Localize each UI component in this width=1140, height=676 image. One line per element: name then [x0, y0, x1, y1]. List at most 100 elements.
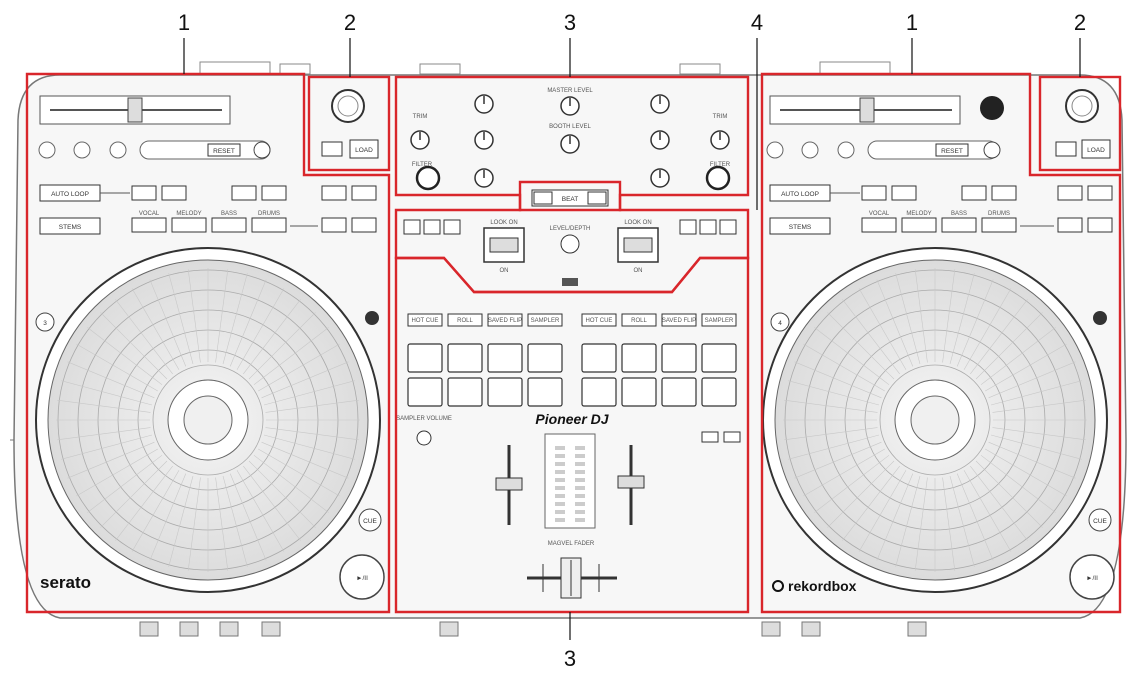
jog-tick [243, 465, 301, 541]
jog-tick [876, 279, 914, 367]
beat-right-button[interactable] [587, 191, 607, 205]
performance-pad[interactable] [701, 377, 737, 407]
filter-label-right: FILTER [710, 162, 731, 168]
left-browse-knob[interactable] [331, 89, 365, 123]
performance-pad[interactable] [407, 343, 443, 373]
left-deck-button[interactable] [35, 312, 55, 332]
beat-left-button[interactable] [533, 191, 553, 205]
pad-mode-button[interactable] [621, 313, 657, 327]
callout-number: 1 [178, 10, 190, 35]
meter-segment [575, 470, 585, 474]
meter-segment [555, 478, 565, 482]
trim-label-right: TRIM [713, 114, 728, 120]
level-depth-knob[interactable] [560, 234, 580, 254]
left-load-button[interactable] [349, 139, 379, 159]
right-browse-knob[interactable] [1065, 89, 1099, 123]
jog-tick [858, 470, 907, 552]
right-jog-wheel[interactable] [762, 247, 1108, 593]
pad-mode-button[interactable] [527, 313, 563, 327]
right-stem-label: BASS [951, 211, 967, 217]
performance-pad[interactable] [581, 343, 617, 373]
jog-tick [914, 269, 928, 363]
left-stem-pad[interactable] [251, 217, 287, 233]
pad-mode-label: ROLL [631, 318, 647, 324]
jog-tick [842, 465, 900, 541]
jog-tick [57, 427, 151, 441]
on-left-label: ON [500, 268, 509, 274]
pad-mode-button[interactable] [581, 313, 617, 327]
jog-tick [253, 455, 329, 513]
meter-segment [575, 510, 585, 514]
left-stems-button[interactable] [39, 217, 101, 235]
filter-knob[interactable] [415, 165, 441, 191]
callout-number: 3 [564, 646, 576, 671]
performance-pad[interactable] [447, 377, 483, 407]
meter-segment [575, 494, 585, 498]
pad-mode-button[interactable] [487, 313, 523, 327]
meter-segment [555, 446, 565, 450]
right-reset-button[interactable] [935, 143, 969, 157]
jog-tick [794, 361, 882, 399]
pad-mode-button[interactable] [701, 313, 737, 327]
jog-tick [876, 473, 914, 561]
jog-tick [263, 380, 355, 406]
left-channel-fader[interactable] [495, 445, 523, 525]
jog-tick [914, 477, 928, 571]
performance-pad[interactable] [407, 377, 443, 407]
right-play-button[interactable] [1069, 554, 1115, 600]
performance-pad[interactable] [527, 343, 563, 373]
right-stems-button[interactable] [769, 217, 831, 235]
jog-tick [788, 434, 880, 460]
performance-pad[interactable] [487, 343, 523, 373]
front-jacks [139, 621, 927, 637]
left-reset-button[interactable] [207, 143, 241, 157]
right-stem-pad[interactable] [941, 217, 977, 233]
jog-tick [985, 448, 1067, 497]
right-key-sync-button[interactable] [801, 141, 819, 159]
left-stem-pad[interactable] [171, 217, 207, 233]
jog-tick [263, 434, 355, 460]
left-stem-pad[interactable] [211, 217, 247, 233]
right-sync-button[interactable] [837, 141, 855, 159]
left-key-sync-button[interactable] [73, 141, 91, 159]
left-jog-wheel[interactable] [35, 247, 381, 593]
jog-tick [76, 343, 158, 392]
right-load-button[interactable] [1081, 139, 1111, 159]
jog-tick [236, 288, 285, 370]
rekordbox-logo-icon [772, 580, 784, 592]
left-sync-button[interactable] [109, 141, 127, 159]
filter-knob[interactable] [705, 165, 731, 191]
right-shift-button[interactable] [766, 141, 784, 159]
left-shift-button[interactable] [38, 141, 56, 159]
jog-tick [949, 475, 975, 567]
right-channel-fader[interactable] [617, 445, 645, 525]
crossfader[interactable] [527, 557, 617, 599]
performance-pad[interactable] [621, 343, 657, 373]
performance-pad[interactable] [581, 377, 617, 407]
on-right-label: ON [634, 268, 643, 274]
right-stem-pad[interactable] [901, 217, 937, 233]
performance-pad[interactable] [621, 377, 657, 407]
right-deck-button[interactable] [770, 312, 790, 332]
jog-tick [261, 441, 349, 479]
pad-mode-button[interactable] [661, 313, 697, 327]
meter-segment [555, 454, 565, 458]
right-stem-pad[interactable] [861, 217, 897, 233]
jog-tick [253, 327, 329, 385]
jog-tick [803, 343, 885, 392]
left-stem-pad[interactable] [131, 217, 167, 233]
performance-pad[interactable] [527, 377, 563, 407]
left-play-button[interactable] [339, 554, 385, 600]
pad-mode-button[interactable] [407, 313, 443, 327]
performance-pad[interactable] [487, 377, 523, 407]
right-cue-button[interactable] [1088, 508, 1112, 532]
performance-pad[interactable] [447, 343, 483, 373]
right-stem-pad[interactable] [981, 217, 1017, 233]
performance-pad[interactable] [701, 343, 737, 373]
pad-mode-button[interactable] [447, 313, 483, 327]
sampler-volume-knob[interactable] [416, 430, 432, 446]
performance-pad[interactable] [661, 343, 697, 373]
performance-pad[interactable] [661, 377, 697, 407]
left-cue-button[interactable] [358, 508, 382, 532]
